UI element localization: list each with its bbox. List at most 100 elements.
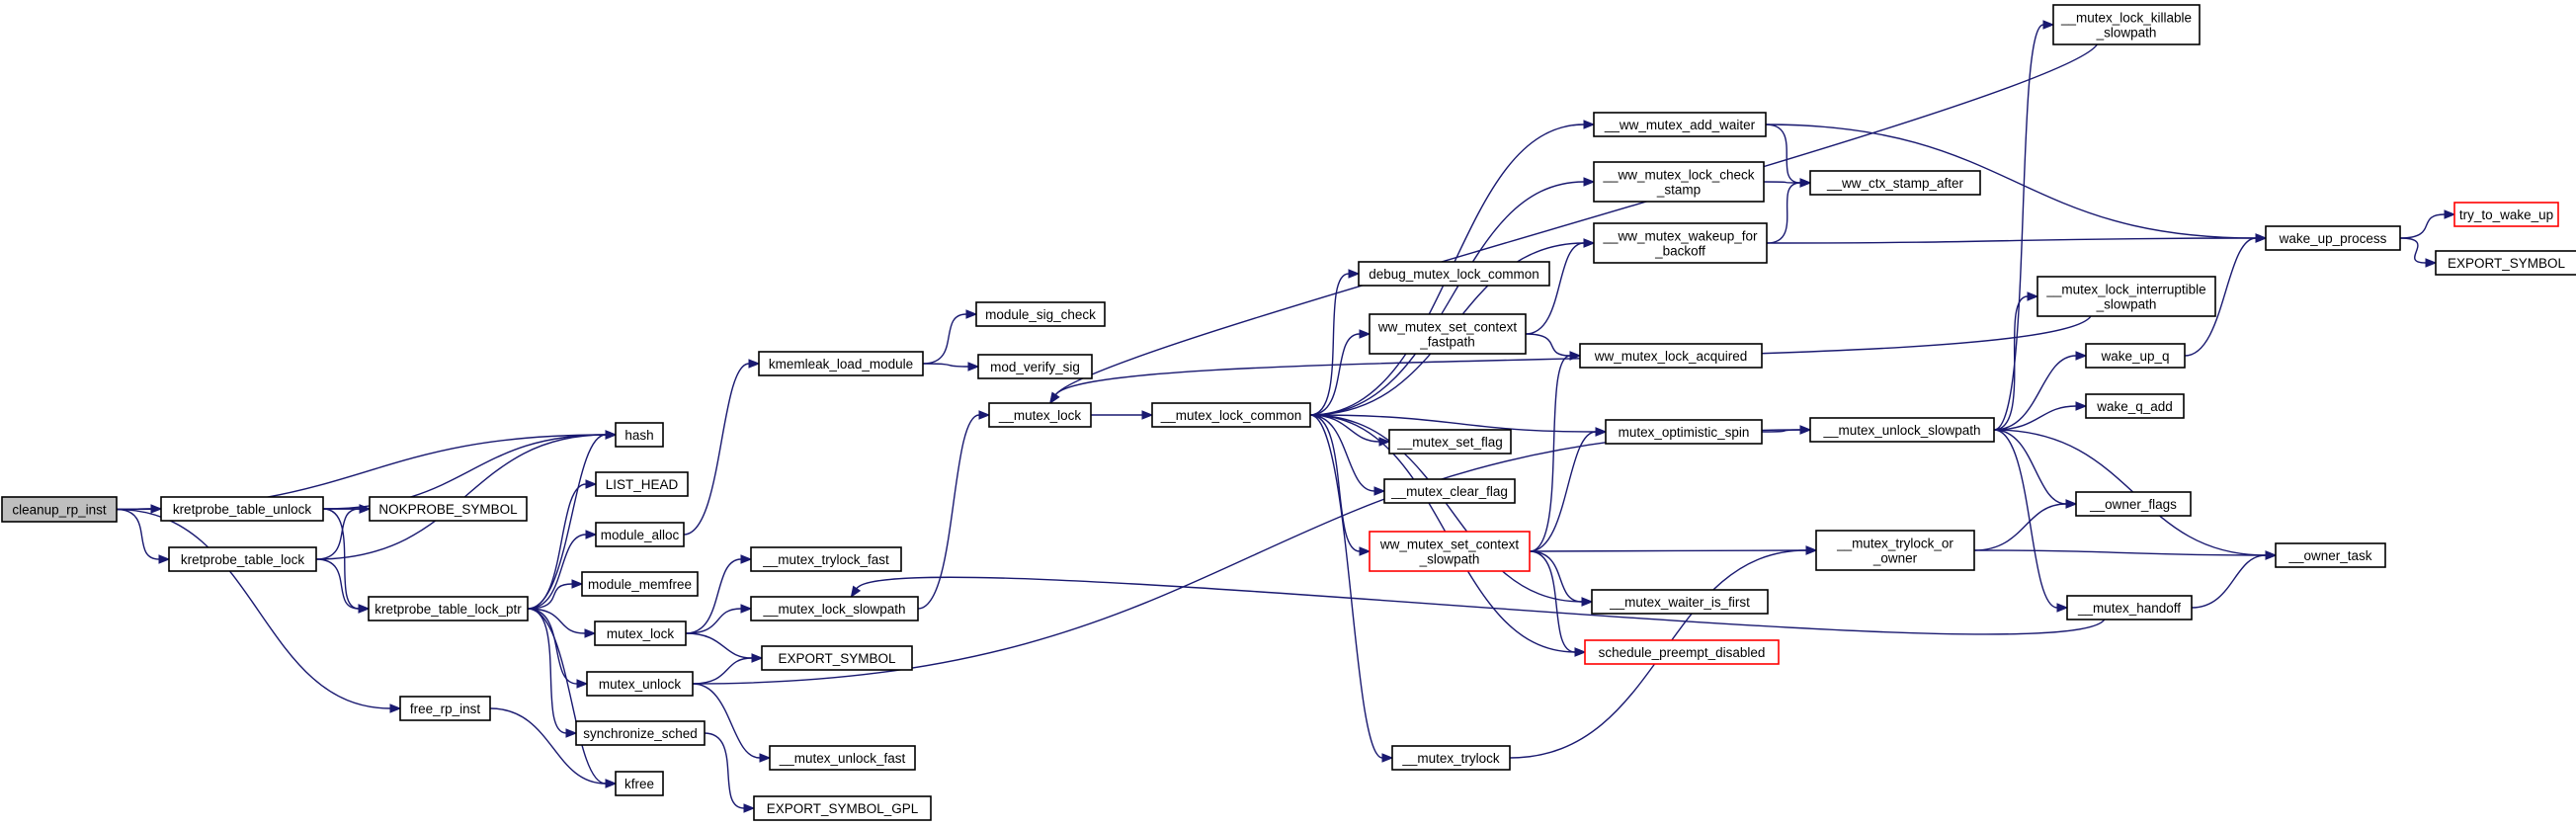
node-box xyxy=(977,354,1093,379)
node-label: __mutex_lock_killable xyxy=(2060,11,2192,26)
node-mutex-trylock-fast[interactable]: __mutex_trylock_fast xyxy=(750,546,902,572)
node-label: __ww_mutex_lock_check xyxy=(1602,168,1754,183)
node-box xyxy=(594,620,687,646)
node-ww-mutex-set-context-fastpath[interactable]: ww_mutex_set_context_fastpath xyxy=(1369,313,1527,355)
edge-line xyxy=(1993,405,2077,431)
edge-line xyxy=(527,608,578,685)
node-kretprobe-table-lock-ptr[interactable]: kretprobe_table_lock_ptr xyxy=(368,596,529,621)
node-debug-mutex-lock-common[interactable]: debug_mutex_lock_common xyxy=(1358,261,1550,287)
node-wake-up-process[interactable]: wake_up_process xyxy=(2265,225,2401,251)
edge-kretprobe-table-lock-ptr-to-list-head xyxy=(527,479,598,610)
node-mutex-waiter-is-first[interactable]: __mutex_waiter_is_first xyxy=(1591,589,1769,615)
node-synchronize-sched[interactable]: synchronize_sched xyxy=(575,720,706,746)
arrowhead-icon xyxy=(759,753,772,763)
node-cleanup-rp-inst[interactable]: cleanup_rp_inst xyxy=(1,496,118,523)
edge-line xyxy=(1973,503,2067,551)
edge-line xyxy=(683,363,750,536)
arrowhead-icon xyxy=(1805,545,1818,555)
arrowhead-icon xyxy=(2265,550,2278,560)
node-module-sig-check[interactable]: module_sig_check xyxy=(975,301,1106,327)
node-mutex-unlock-slowpath[interactable]: __mutex_unlock_slowpath xyxy=(1809,417,1995,443)
edge-mutex-lock-common-to-ww-mutex-set-context-fastpath xyxy=(1309,329,1371,416)
node-owner-task[interactable]: __owner_task xyxy=(2275,542,2386,568)
edge-line xyxy=(1973,549,2267,556)
arrowhead-icon xyxy=(2425,258,2438,268)
edge-line xyxy=(1766,237,2257,244)
node-mutex-unlock-fast[interactable]: __mutex_unlock_fast xyxy=(769,745,916,771)
arrowhead-icon xyxy=(576,679,589,689)
node-label: ww_mutex_set_context xyxy=(1379,538,1520,552)
edge-line xyxy=(917,414,980,610)
node-ww-mutex-wakeup-for-backoff[interactable]: __ww_mutex_wakeup_for_backoff xyxy=(1593,222,1768,264)
node-module-memfree[interactable]: module_memfree xyxy=(581,571,699,597)
node-mutex-handoff[interactable]: __mutex_handoff xyxy=(2066,595,2193,620)
node-mutex-lock[interactable]: __mutex_lock xyxy=(988,402,1092,428)
node-mutex-lock-killable-slowpath[interactable]: __mutex_lock_killable_slowpath xyxy=(2052,4,2201,45)
node-box xyxy=(1151,402,1311,428)
node-kfree[interactable]: kfree xyxy=(615,771,664,796)
arrowhead-icon xyxy=(1348,269,1361,279)
edge-kretprobe-table-lock-ptr-to-mutex-unlock xyxy=(527,608,589,689)
node-mutex-trylock-or-owner[interactable]: __mutex_trylock_or_owner xyxy=(1815,530,1975,571)
arrowhead-icon xyxy=(585,530,598,539)
arrowhead-icon xyxy=(2444,209,2456,219)
node-box xyxy=(750,596,919,621)
edge-mutex-lock-to-mutex-lock-slowpath xyxy=(685,604,753,634)
node-mutex-lock-interruptible-slowpath[interactable]: __mutex_lock_interruptible_slowpath xyxy=(2036,276,2216,317)
node-label: wake_up_q xyxy=(2100,349,2169,364)
node-nokprobe-symbol[interactable]: NOKPROBE_SYMBOL xyxy=(369,496,528,522)
node-export-symbol-2[interactable]: EXPORT_SYMBOL xyxy=(2435,250,2576,276)
arrowhead-icon xyxy=(565,728,578,738)
node-ww-mutex-lock-acquired[interactable]: ww_mutex_lock_acquired xyxy=(1579,343,1763,369)
node-free-rp-inst[interactable]: free_rp_inst xyxy=(399,696,491,721)
edge-mutex-lock-interruptible-slowpath-to-mutex-lock xyxy=(1049,315,2092,405)
arrowhead-icon xyxy=(740,604,753,614)
node-box xyxy=(595,471,689,497)
edge-line xyxy=(685,632,753,659)
node-wake-up-q[interactable]: wake_up_q xyxy=(2085,343,2186,369)
node-kretprobe-table-lock[interactable]: kretprobe_table_lock xyxy=(168,546,317,572)
node-module-alloc[interactable]: module_alloc xyxy=(595,522,685,547)
node-hash[interactable]: hash xyxy=(615,422,664,448)
edge-line xyxy=(527,608,586,634)
node-label: __mutex_trylock xyxy=(1401,751,1500,766)
node-mutex-clear-flag[interactable]: __mutex_clear_flag xyxy=(1383,478,1516,504)
node-schedule-preempt-disabled[interactable]: schedule_preempt_disabled xyxy=(1584,639,1780,665)
node-mutex-lock[interactable]: mutex_lock xyxy=(594,620,687,646)
node-mutex-lock-slowpath[interactable]: __mutex_lock_slowpath xyxy=(750,596,919,621)
edge-line xyxy=(322,508,360,610)
node-kmemleak-load-module[interactable]: kmemleak_load_module xyxy=(758,351,924,376)
arrowhead-icon xyxy=(978,410,991,420)
node-try-to-wake-up[interactable]: try_to_wake_up xyxy=(2453,202,2559,227)
node-mutex-optimistic-spin[interactable]: mutex_optimistic_spin xyxy=(1605,419,1763,445)
node-mutex-unlock[interactable]: mutex_unlock xyxy=(586,671,694,697)
node-label: __mutex_clear_flag xyxy=(1390,484,1508,499)
node-box xyxy=(753,795,932,821)
node-export-symbol-1[interactable]: EXPORT_SYMBOL xyxy=(761,645,913,671)
node-box xyxy=(1388,429,1512,455)
node-label: __mutex_set_flag xyxy=(1396,435,1503,450)
node-mutex-lock-common[interactable]: __mutex_lock_common xyxy=(1151,402,1311,428)
node-mutex-trylock[interactable]: __mutex_trylock xyxy=(1391,745,1511,771)
node-layer: cleanup_rp_insthashNOKPROBE_SYMBOLkretpr… xyxy=(1,4,2576,821)
arrowhead-icon xyxy=(359,504,372,514)
arrowhead-icon xyxy=(1799,178,1812,188)
node-label: __mutex_trylock_fast xyxy=(762,552,889,567)
edge-line xyxy=(527,608,567,734)
edge-ww-mutex-set-context-slowpath-to-ww-mutex-lock-acquired xyxy=(1529,351,1582,552)
node-ww-ctx-stamp-after[interactable]: __ww_ctx_stamp_after xyxy=(1809,170,1981,196)
node-mutex-set-flag[interactable]: __mutex_set_flag xyxy=(1388,429,1512,455)
node-wake-q-add[interactable]: wake_q_add xyxy=(2085,393,2185,419)
node-ww-mutex-lock-check-stamp[interactable]: __ww_mutex_lock_check_stamp xyxy=(1593,161,1765,203)
node-mod-verify-sig[interactable]: mod_verify_sig xyxy=(977,354,1093,379)
node-ww-mutex-set-context-slowpath[interactable]: ww_mutex_set_context_slowpath xyxy=(1369,531,1531,572)
node-kretprobe-table-unlock[interactable]: kretprobe_table_unlock xyxy=(160,496,324,522)
node-box xyxy=(2275,542,2386,568)
edge-line xyxy=(1529,355,1571,552)
edge-mutex-lock-common-to-debug-mutex-lock-common xyxy=(1309,269,1361,416)
node-owner-flags[interactable]: __owner_flags xyxy=(2075,491,2192,517)
node-export-symbol-gpl[interactable]: EXPORT_SYMBOL_GPL xyxy=(753,795,932,821)
node-list-head[interactable]: LIST_HEAD xyxy=(595,471,689,497)
node-box xyxy=(761,645,913,671)
node-ww-mutex-add-waiter[interactable]: __ww_mutex_add_waiter xyxy=(1593,112,1767,137)
